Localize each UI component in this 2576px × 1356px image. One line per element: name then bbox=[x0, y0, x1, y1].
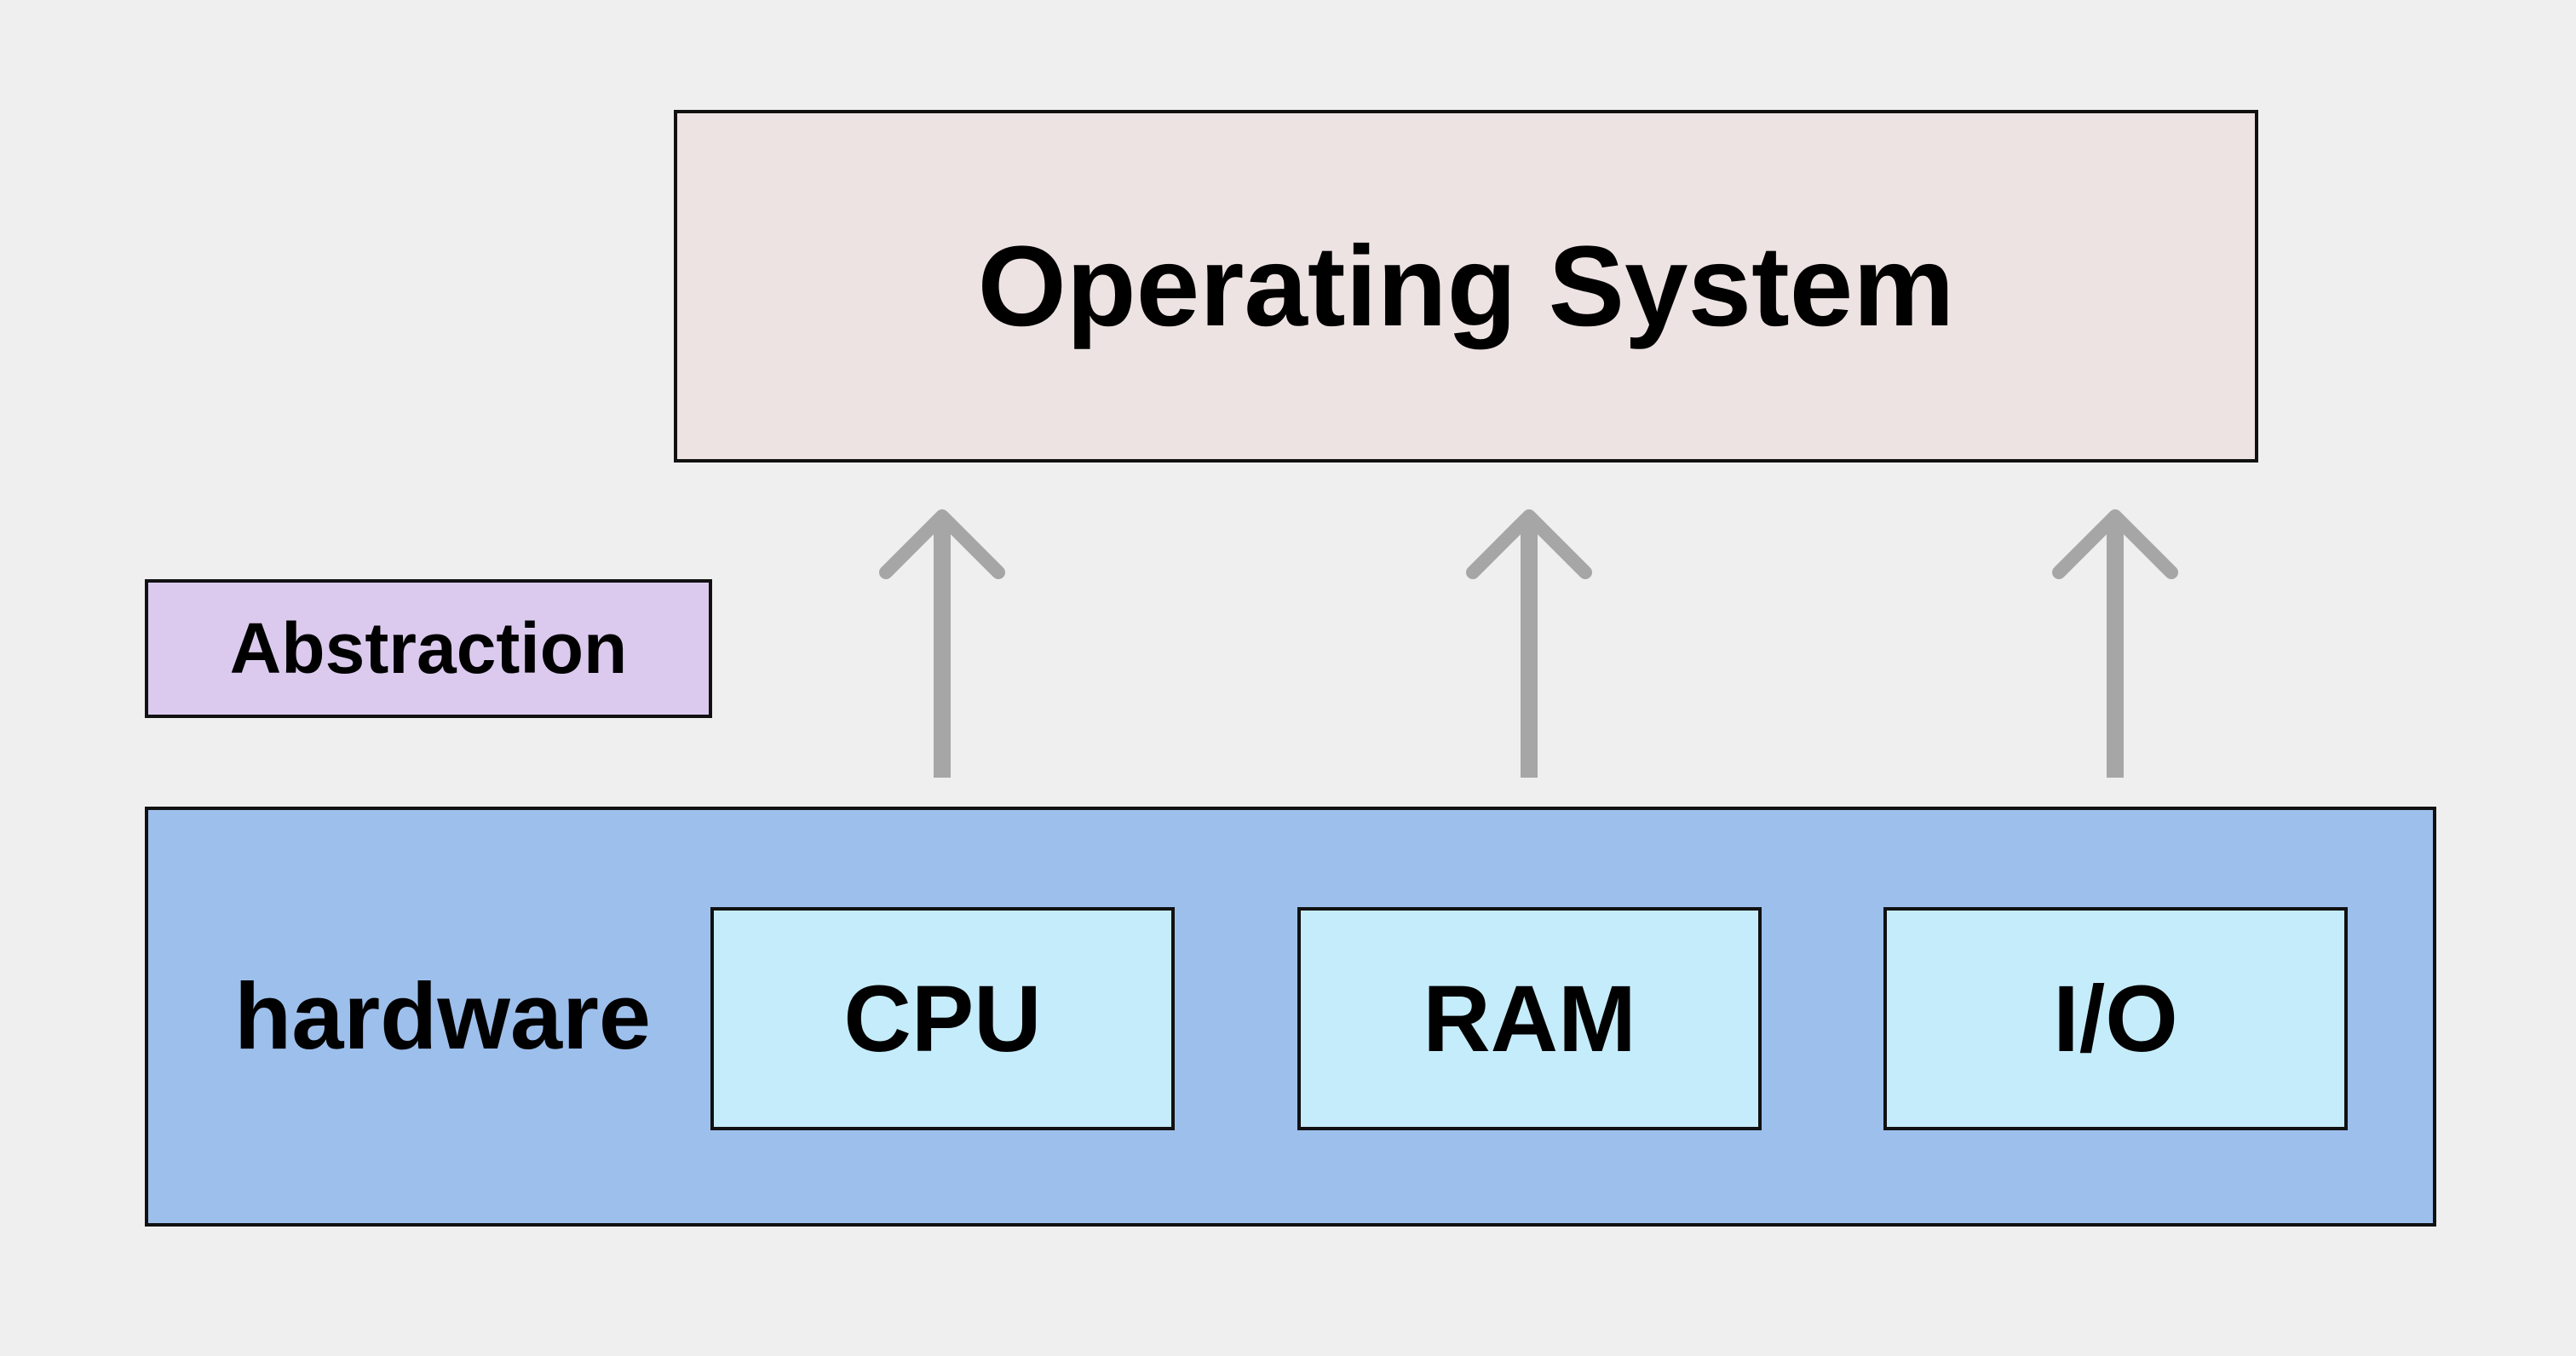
operating-system-box: Operating System bbox=[674, 110, 2258, 463]
io-label: I/O bbox=[2053, 966, 2178, 1072]
operating-system-label: Operating System bbox=[977, 222, 1955, 350]
abstraction-box: Abstraction bbox=[145, 579, 712, 718]
io-box: I/O bbox=[1883, 907, 2348, 1130]
arrow-ram-to-os bbox=[1466, 509, 1592, 778]
arrow-io-to-os bbox=[2052, 509, 2178, 778]
cpu-box: CPU bbox=[710, 907, 1175, 1130]
ram-box: RAM bbox=[1297, 907, 1762, 1130]
cpu-label: CPU bbox=[843, 966, 1042, 1072]
arrow-cpu-to-os bbox=[879, 509, 1005, 778]
abstraction-label: Abstraction bbox=[229, 608, 628, 688]
ram-label: RAM bbox=[1423, 966, 1636, 1072]
hardware-label: hardware bbox=[234, 963, 652, 1069]
